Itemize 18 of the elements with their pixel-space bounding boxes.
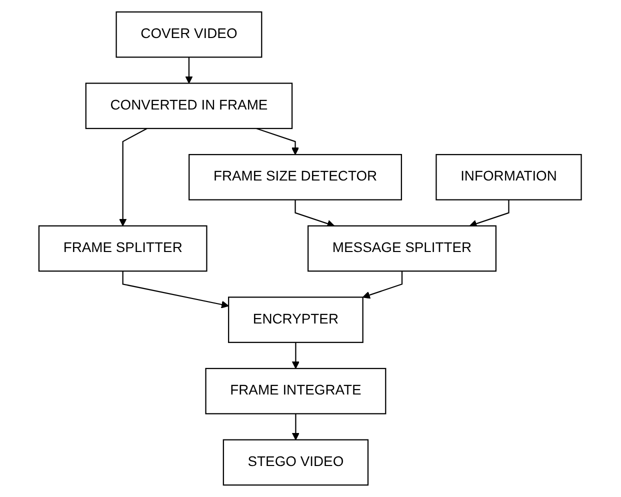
process-box: ENCRYPTER xyxy=(228,296,364,343)
arrow xyxy=(295,200,336,228)
process-box: FRAME INTEGRATE xyxy=(206,368,387,414)
arrow xyxy=(122,271,230,308)
process-box: COVER VIDEO xyxy=(116,11,263,58)
arrow xyxy=(256,128,300,155)
arrow xyxy=(292,414,300,440)
arrow xyxy=(362,271,403,299)
process-box: INFORMATION xyxy=(436,154,582,200)
process-box: MESSAGE SPLITTER xyxy=(308,225,497,272)
arrow xyxy=(119,128,148,226)
arrow xyxy=(470,200,510,228)
process-box: STEGO VIDEO xyxy=(223,439,369,486)
process-box: FRAME SPLITTER xyxy=(38,225,208,272)
process-box: CONVERTED IN FRAME xyxy=(86,82,293,130)
process-box: FRAME SIZE DETECTOR xyxy=(188,154,402,200)
arrow xyxy=(292,342,300,369)
arrow xyxy=(186,57,194,84)
